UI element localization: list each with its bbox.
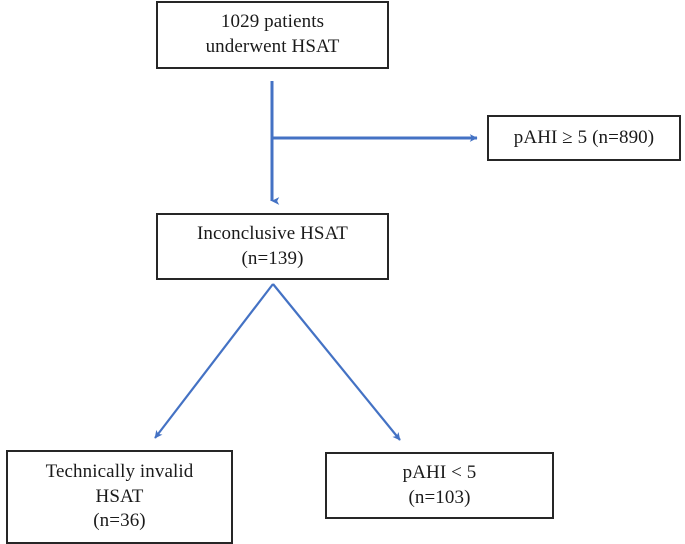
- node-pahi-lt-5: pAHI < 5 (n=103): [325, 452, 554, 519]
- node-pahi-ge-5-excluded: pAHI ≥ 5 (n=890): [487, 115, 681, 161]
- node-total-patients-line-1: 1029 patients: [220, 11, 325, 33]
- connector-middle-to-invalid: [154, 283, 274, 439]
- connector-middle-to-pahi-low: [272, 283, 401, 441]
- node-pahi-ge-5-excluded-line-1: pAHI ≥ 5 (n=890): [513, 126, 655, 148]
- node-technically-invalid-hsat-line-3: (n=36): [93, 510, 146, 532]
- node-total-patients-line-2: underwent HSAT: [205, 36, 340, 57]
- node-technically-invalid-hsat-line-1: Technically invalid: [45, 460, 194, 482]
- node-technically-invalid-hsat: Technically invalid HSAT (n=36): [6, 450, 233, 544]
- node-inconclusive-hsat-line-1: Inconclusive HSAT: [196, 222, 349, 244]
- node-inconclusive-hsat-line-2: (n=139): [241, 247, 304, 269]
- node-technically-invalid-hsat-line-2: HSAT: [95, 485, 144, 507]
- node-pahi-lt-5-line-1: pAHI < 5: [402, 461, 477, 483]
- node-inconclusive-hsat: Inconclusive HSAT (n=139): [156, 213, 389, 280]
- node-pahi-lt-5-line-2: (n=103): [408, 486, 471, 508]
- node-total-patients: 1029 patients underwent HSAT: [156, 1, 389, 69]
